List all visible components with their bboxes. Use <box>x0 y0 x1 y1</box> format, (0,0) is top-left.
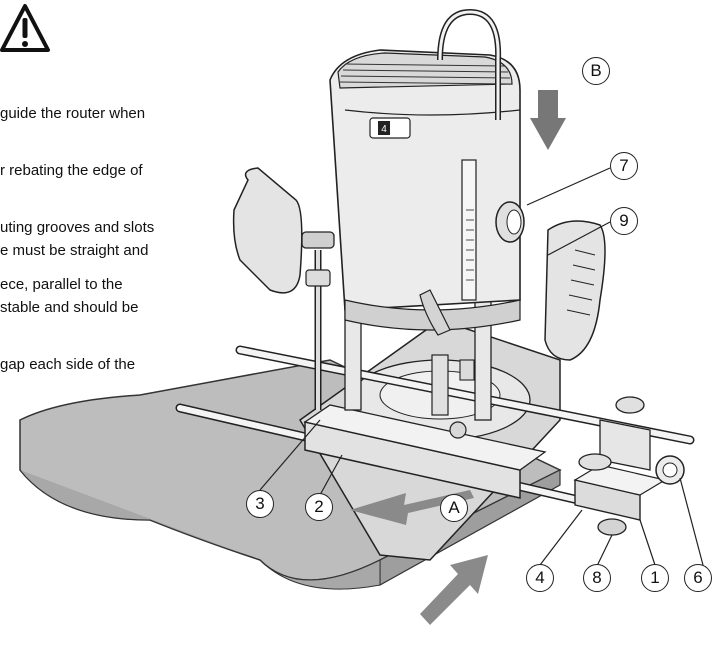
callout-6: 6 <box>684 564 712 592</box>
callout-9: 9 <box>610 207 638 235</box>
callout-b: B <box>582 57 610 85</box>
callout-3: 3 <box>246 490 274 518</box>
left-handle <box>232 167 303 294</box>
instruction-paragraph-1: guide the router when r rebating the edg… <box>0 105 155 293</box>
right-handle <box>544 220 606 361</box>
motor-housing <box>329 49 521 311</box>
callout-a: A <box>440 494 468 522</box>
callout-4: 4 <box>526 564 554 592</box>
speed-dial-value: 4 <box>381 124 387 135</box>
callout-1: 1 <box>641 564 669 592</box>
warning-triangle-icon <box>0 4 50 52</box>
callout-8: 8 <box>583 564 611 592</box>
callout-7: 7 <box>610 152 638 180</box>
callout-2: 2 <box>305 493 333 521</box>
instruction-paragraph-2: e must be straight and stable and should… <box>0 242 149 373</box>
arrow-down-icon <box>530 90 566 150</box>
